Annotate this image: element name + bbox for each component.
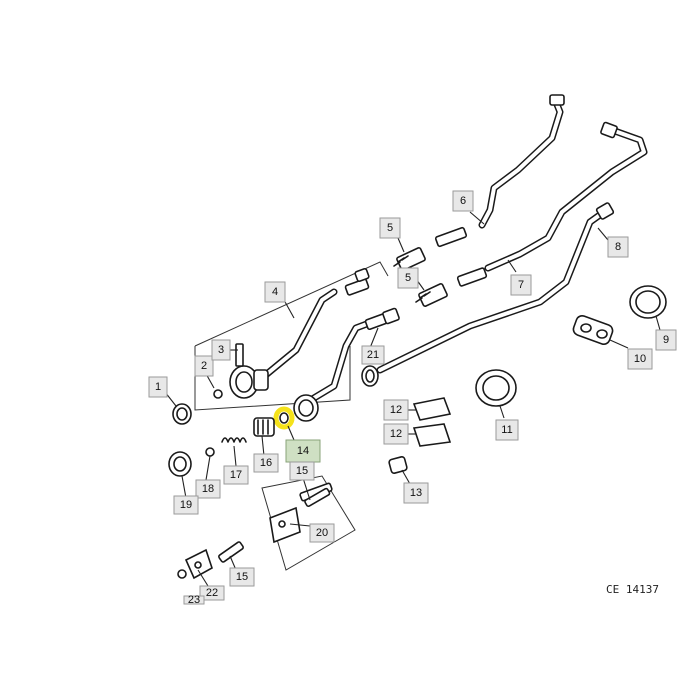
callout-15-lower[interactable]: 15: [229, 567, 255, 587]
svg-text:19: 19: [180, 499, 192, 511]
fitting-5-upper: [393, 226, 468, 271]
fitting-21: [364, 307, 400, 331]
svg-text:21: 21: [367, 349, 379, 361]
svg-text:5: 5: [387, 222, 393, 234]
tube-8: [361, 202, 615, 387]
tube-6: [478, 94, 565, 229]
part-12-clip-lower: [412, 423, 452, 447]
callout-5-lower[interactable]: 5: [397, 267, 419, 289]
callout-16[interactable]: 16: [253, 453, 279, 473]
callout-4[interactable]: 4: [264, 281, 286, 303]
callout-19[interactable]: 19: [173, 495, 199, 515]
part-2-ball: [213, 389, 223, 399]
part-1-ring: [172, 403, 192, 425]
part-18-ball: [205, 447, 215, 457]
callout-17[interactable]: 17: [223, 465, 249, 485]
svg-text:11: 11: [501, 424, 512, 436]
svg-text:16: 16: [260, 457, 272, 469]
reference-code: CE 14137: [606, 583, 659, 596]
part-9-clip: [629, 285, 667, 319]
callout-15-upper[interactable]: 15: [289, 461, 315, 481]
part-14-seal: [273, 406, 295, 430]
callout-14[interactable]: 14: [285, 439, 321, 463]
svg-text:7: 7: [518, 279, 524, 291]
svg-text:8: 8: [615, 241, 621, 253]
callout-22[interactable]: 22: [199, 585, 225, 601]
svg-text:20: 20: [316, 527, 328, 539]
callout-9[interactable]: 9: [655, 329, 677, 351]
part-3-pin: [235, 343, 244, 367]
tube-7: [484, 121, 648, 272]
banjo-body: [229, 365, 269, 399]
fitting-5-lower: [415, 267, 488, 307]
part-12-clip-upper: [412, 397, 452, 421]
svg-text:2: 2: [201, 360, 207, 372]
callout-5-upper[interactable]: 5: [379, 217, 401, 239]
fitting-4-top: [344, 268, 370, 296]
part-15-bolt-upper: [304, 487, 331, 508]
svg-text:4: 4: [272, 286, 278, 298]
svg-text:3: 3: [218, 344, 224, 356]
callout-21[interactable]: 21: [361, 345, 385, 365]
svg-text:10: 10: [634, 353, 646, 365]
part-19-plug: [168, 451, 192, 477]
callout-10[interactable]: 10: [627, 348, 653, 370]
svg-text:23: 23: [188, 594, 200, 606]
svg-text:9: 9: [663, 334, 669, 346]
svg-text:15: 15: [236, 571, 248, 583]
part-20-bracket: [269, 482, 333, 544]
callout-23[interactable]: 23: [183, 594, 205, 606]
callout-3[interactable]: 3: [211, 339, 231, 361]
group-frame-4: [194, 261, 389, 411]
part-15-bolt-lower: [218, 541, 244, 563]
svg-text:6: 6: [460, 195, 466, 207]
svg-text:17: 17: [230, 469, 242, 481]
callout-13[interactable]: 13: [403, 482, 429, 504]
callout-20[interactable]: 20: [309, 523, 335, 543]
tube-4a: [258, 288, 338, 382]
callout-1[interactable]: 1: [148, 376, 168, 398]
svg-text:14: 14: [297, 445, 309, 457]
svg-text:12: 12: [390, 428, 402, 440]
svg-text:5: 5: [405, 272, 411, 284]
svg-text:13: 13: [410, 487, 422, 499]
part-13-nut: [388, 456, 408, 474]
part-22-23-clamp: [177, 548, 213, 580]
svg-text:15: 15: [296, 465, 308, 477]
svg-text:1: 1: [155, 381, 161, 393]
part-10-block: [572, 314, 614, 346]
callout-7[interactable]: 7: [510, 274, 532, 296]
tube-4b: [300, 318, 376, 408]
tube-end-nut: [293, 394, 319, 422]
part-11-clamp: [475, 369, 517, 407]
part-16-valve: [253, 417, 275, 437]
callout-11[interactable]: 11: [495, 419, 519, 441]
callout-12-lower[interactable]: 12: [383, 423, 409, 445]
part-17-spring: [221, 437, 247, 443]
svg-text:12: 12: [390, 404, 402, 416]
callout-18[interactable]: 18: [195, 479, 221, 499]
callout-8[interactable]: 8: [607, 236, 629, 258]
svg-text:18: 18: [202, 483, 214, 495]
callout-6[interactable]: 6: [452, 190, 474, 212]
callout-2[interactable]: 2: [194, 355, 214, 377]
callout-12-upper[interactable]: 12: [383, 399, 409, 421]
svg-text:22: 22: [206, 587, 218, 599]
leader-lines: [164, 211, 661, 587]
